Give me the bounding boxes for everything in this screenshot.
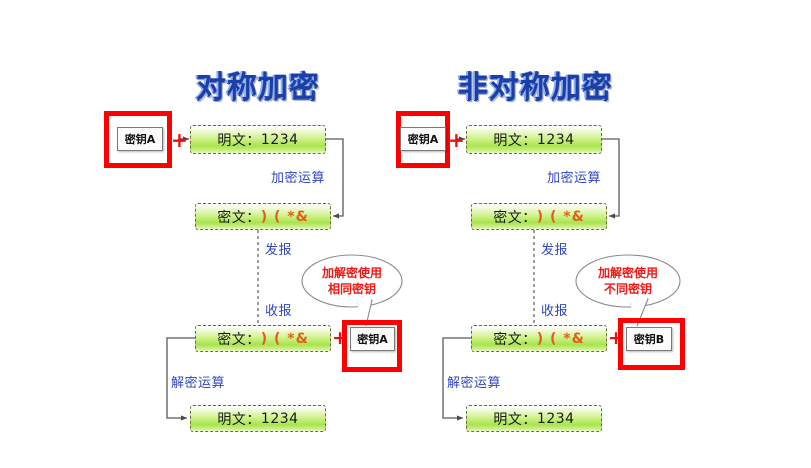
ciphertext-symbols: ) ( *& (260, 208, 309, 225)
ciphertext-box-top-right: 密文：) ( *& (471, 203, 607, 230)
plaintext-box-bottom-left: 明文：1234 (190, 405, 326, 432)
ciphertext-prefix: 密文： (493, 209, 537, 226)
highlight-rect-bottom-key-left (342, 320, 402, 372)
label-receive-left: 收报 (265, 304, 293, 319)
ciphertext-prefix: 密文： (493, 331, 537, 348)
key-box-top-right[interactable]: 密钥A (400, 127, 446, 151)
plaintext-prefix: 明文： (217, 411, 261, 428)
plaintext-prefix: 明文： (493, 411, 537, 428)
callout-left-line1: 加解密使用 (321, 266, 382, 280)
label-receive-right: 收报 (541, 304, 569, 319)
plus-top-right: + (448, 128, 465, 152)
key-box-bottom-left[interactable]: 密钥A (350, 327, 395, 351)
ciphertext-symbols: ) ( *& (260, 330, 309, 347)
plaintext-prefix: 明文： (493, 132, 537, 149)
highlight-rect-top-key-right (396, 111, 450, 168)
label-encrypt-right: 加密运算 (547, 171, 602, 186)
key-box-bottom-right[interactable]: 密钥B (626, 327, 672, 351)
highlight-rect-bottom-key-right (618, 318, 685, 370)
label-encrypt-left: 加密运算 (271, 171, 326, 186)
ciphertext-box-top-left: 密文：) ( *& (195, 203, 331, 230)
callout-left: 加解密使用 相同密钥 (300, 265, 404, 297)
label-send-left: 发报 (265, 243, 293, 258)
callout-right: 加解密使用 不同密钥 (576, 265, 680, 297)
highlight-rect-top-key-left (104, 111, 172, 168)
label-decrypt-left: 解密运算 (171, 376, 226, 391)
ciphertext-symbols: ) ( *& (536, 330, 585, 347)
ciphertext-box-bottom-left: 密文：) ( *& (195, 325, 331, 352)
ciphertext-prefix: 密文： (217, 331, 261, 348)
title-asymmetric: 非对称加密 (457, 62, 612, 106)
ciphertext-symbols: ) ( *& (536, 208, 585, 225)
title-symmetric: 对称加密 (195, 62, 319, 106)
callout-right-line2: 不同密钥 (603, 282, 652, 296)
plaintext-value: 1234 (260, 131, 299, 148)
ciphertext-prefix: 密文： (217, 209, 261, 226)
plaintext-value: 1234 (536, 131, 575, 148)
plaintext-value: 1234 (260, 410, 299, 427)
label-decrypt-right: 解密运算 (447, 376, 502, 391)
plus-top-left: + (171, 128, 188, 152)
plaintext-box-top-left: 明文：1234 (190, 125, 326, 154)
callout-left-line2: 相同密钥 (327, 282, 376, 296)
ciphertext-box-bottom-right: 密文：) ( *& (471, 325, 607, 352)
plaintext-prefix: 明文： (217, 132, 261, 149)
plaintext-value: 1234 (536, 410, 575, 427)
plaintext-box-bottom-right: 明文：1234 (466, 405, 602, 432)
label-send-right: 发报 (541, 243, 569, 258)
callout-right-line1: 加解密使用 (597, 266, 658, 280)
plaintext-box-top-right: 明文：1234 (466, 125, 602, 154)
key-box-top-left[interactable]: 密钥A (117, 127, 163, 151)
